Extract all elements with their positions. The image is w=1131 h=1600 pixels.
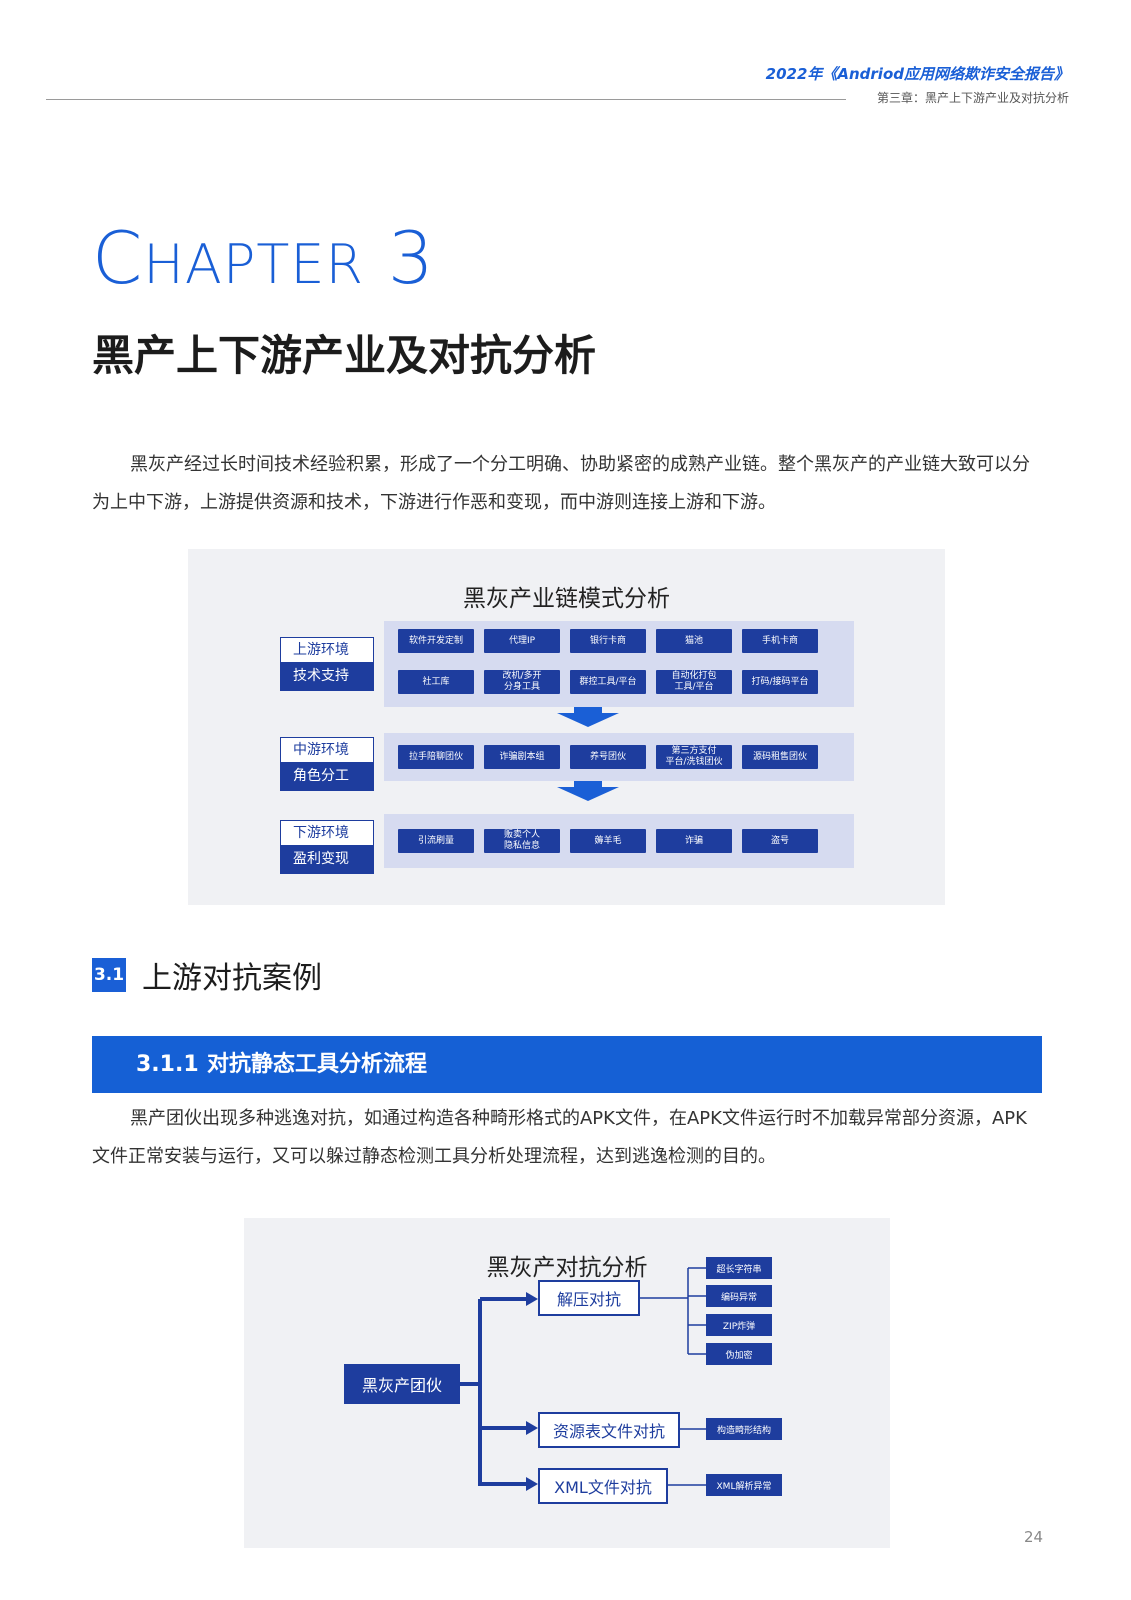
arrow-down-icon bbox=[557, 787, 619, 801]
arrow-down-icon bbox=[574, 781, 602, 787]
subsection-banner: 3.1.1 对抗静态工具分析流程 bbox=[92, 1036, 1042, 1093]
arrow-down-icon bbox=[574, 707, 602, 713]
chain-item: 软件开发定制 bbox=[398, 629, 474, 653]
industry-chain-diagram: 黑灰产业链模式分析 上游环境 技术支持 中游环境 角色分工 下游环境 盈利变现 … bbox=[188, 549, 945, 905]
branch-node: 资源表文件对抗 bbox=[538, 1412, 680, 1448]
chain-item: 盗号 bbox=[742, 829, 818, 853]
report-title: 2022年《Andriod应用网络欺诈安全报告》 bbox=[765, 65, 1069, 83]
leaf-node: 超长字符串 bbox=[706, 1257, 772, 1279]
tier-label-upstream: 上游环境 技术支持 bbox=[280, 637, 374, 691]
section-number-badge: 3.1 bbox=[92, 958, 126, 992]
diagram-title: 黑灰产业链模式分析 bbox=[463, 586, 670, 612]
chain-item: 第三方支付 平台/洗钱团伙 bbox=[656, 745, 732, 769]
header-divider bbox=[46, 99, 846, 100]
page-number: 24 bbox=[1024, 1528, 1044, 1546]
chapter-breadcrumb: 第三章：黑产上下游产业及对抗分析 bbox=[876, 91, 1069, 105]
countermeasure-diagram: 黑灰产对抗分析 黑灰产团伙 解压对抗 资源表文件对抗 XML文件对抗 超长字符串… bbox=[244, 1218, 890, 1548]
subsection-paragraph: 黑产团伙出现多种逃逸对抗，如通过构造各种畸形格式的APK文件，在APK文件运行时… bbox=[92, 1108, 1027, 1167]
intro-paragraph: 黑灰产经过长时间技术经验积累，形成了一个分工明确、协助紧密的成熟产业链。整个黑灰… bbox=[92, 454, 1030, 513]
chain-item: 引流刷量 bbox=[398, 829, 474, 853]
chapter-label-rest: HAPTER bbox=[143, 233, 365, 296]
chapter-label: CHAPTER 3 bbox=[92, 222, 435, 301]
tier-label-downstream: 下游环境 盈利变现 bbox=[280, 820, 374, 874]
chain-item: 群控工具/平台 bbox=[570, 670, 646, 694]
chain-item: 银行卡商 bbox=[570, 629, 646, 653]
connector-lines bbox=[460, 1267, 706, 1491]
diagram-title: 黑灰产对抗分析 bbox=[486, 1255, 648, 1281]
chain-item: 代理IP bbox=[484, 629, 560, 653]
tier-label-top: 中游环境 bbox=[293, 742, 349, 758]
chain-item: 诈骗 bbox=[656, 829, 732, 853]
chain-item: 手机卡商 bbox=[742, 629, 818, 653]
branch-node: 解压对抗 bbox=[538, 1280, 640, 1316]
section-title: 上游对抗案例 bbox=[142, 961, 322, 996]
chain-item: 自动化打包 工具/平台 bbox=[656, 670, 732, 694]
tier-label-bottom: 技术支持 bbox=[281, 662, 373, 690]
tier-label-top: 上游环境 bbox=[293, 642, 349, 658]
subsection-number: 3.1.1 bbox=[136, 1052, 199, 1077]
chain-item: 打码/接码平台 bbox=[742, 670, 818, 694]
chain-item: 诈骗剧本组 bbox=[484, 745, 560, 769]
chain-item: 改机/多开 分身工具 bbox=[484, 670, 560, 694]
tier-label-bottom: 角色分工 bbox=[281, 762, 373, 790]
chain-item: 猫池 bbox=[656, 629, 732, 653]
arrow-down-icon bbox=[557, 713, 619, 727]
chain-item: 薅羊毛 bbox=[570, 829, 646, 853]
tier-label-top: 下游环境 bbox=[293, 825, 349, 841]
leaf-node: 编码异常 bbox=[706, 1285, 772, 1307]
chain-item: 养号团伙 bbox=[570, 745, 646, 769]
tier-label-midstream: 中游环境 角色分工 bbox=[280, 737, 374, 791]
branch-node: XML文件对抗 bbox=[538, 1468, 668, 1504]
tier-label-bottom: 盈利变现 bbox=[281, 845, 373, 873]
leaf-node: ZIP炸弹 bbox=[706, 1314, 772, 1336]
leaf-node: 构造畸形结构 bbox=[706, 1418, 782, 1440]
leaf-node: 伪加密 bbox=[706, 1343, 772, 1365]
chain-item: 源码租售团伙 bbox=[742, 745, 818, 769]
subsection-title: 对抗静态工具分析流程 bbox=[207, 1052, 428, 1077]
chapter-label-number: 3 bbox=[387, 216, 435, 300]
chain-item: 社工库 bbox=[398, 670, 474, 694]
chapter-label-initial: C bbox=[92, 216, 144, 300]
chain-item: 拉手陪聊团伙 bbox=[398, 745, 474, 769]
leaf-node: XML解析异常 bbox=[706, 1474, 782, 1496]
chain-item: 贩卖个人 隐私信息 bbox=[484, 829, 560, 853]
root-node: 黑灰产团伙 bbox=[344, 1364, 460, 1404]
chapter-title: 黑产上下游产业及对抗分析 bbox=[92, 331, 597, 380]
